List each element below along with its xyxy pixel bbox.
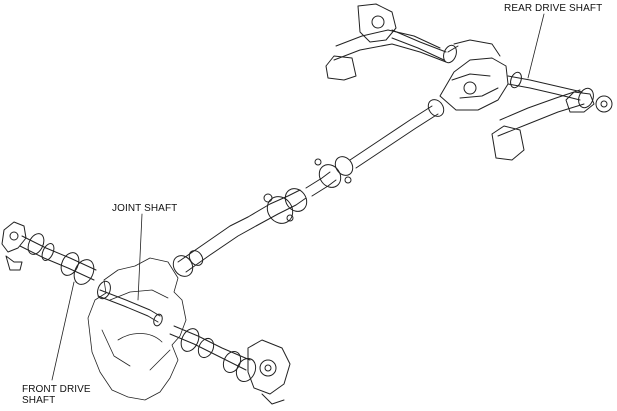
propeller-shaft	[172, 99, 445, 277]
joint-shaft-label: JOINT SHAFT	[112, 203, 178, 214]
leader-front-drive-shaft	[51, 281, 75, 381]
leader-rear-drive-shaft	[527, 13, 545, 79]
front-drive-shaft-label: FRONT DRIVE SHAFT	[22, 384, 91, 406]
joint-shaft-part	[97, 280, 163, 327]
front-drive-shaft-label-line1: FRONT DRIVE	[22, 384, 91, 395]
rear-differential	[439, 39, 509, 111]
leader-lines	[51, 13, 545, 381]
transmission-housing	[87, 257, 187, 401]
leader-joint-shaft	[137, 213, 143, 301]
front-drive-shaft-left	[1, 221, 97, 285]
front-drive-shaft-label-line2: SHAFT	[22, 395, 56, 406]
rear-drive-shaft-right	[507, 71, 613, 113]
rear-drive-shaft-label: REAR DRIVE SHAFT	[504, 3, 603, 14]
front-drive-shaft-right	[169, 325, 291, 405]
rear-subframe	[325, 3, 595, 161]
rear-drive-shaft-left	[391, 29, 457, 64]
